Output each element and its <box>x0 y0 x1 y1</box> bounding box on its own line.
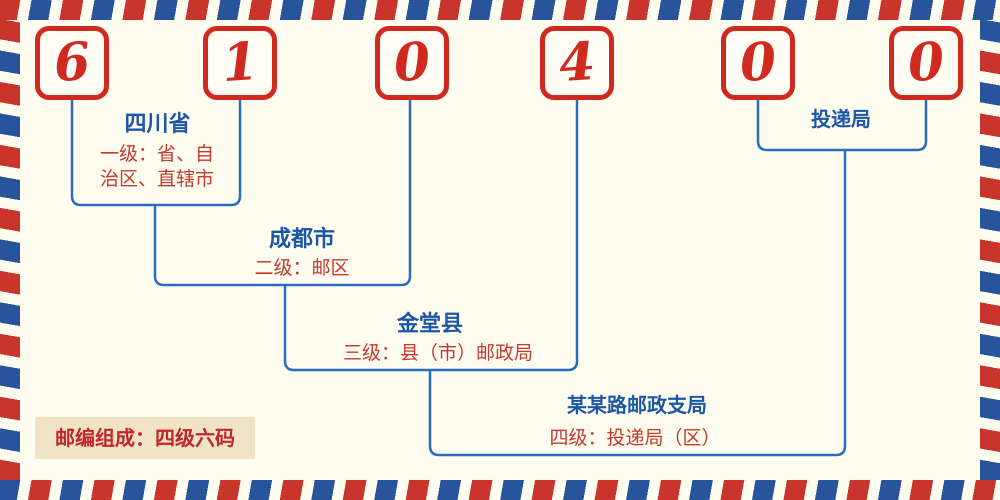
level3-place-name: 金堂县 <box>396 312 463 337</box>
airmail-border-bottom <box>0 480 1000 500</box>
digit-3: 0 <box>391 30 433 95</box>
airmail-border-right <box>980 20 1000 480</box>
level2-place-name: 成都市 <box>268 227 335 252</box>
level3-description: 三级：县（市）邮政局 <box>342 342 533 364</box>
digit-box-4: 4 <box>540 26 614 100</box>
airmail-border-left <box>0 20 20 480</box>
digit-5: 0 <box>737 30 779 95</box>
delivery-office-label: 投递局 <box>811 107 871 131</box>
digit-box-3: 0 <box>375 26 449 100</box>
digit-6: 0 <box>905 30 947 95</box>
level1-place-name: 四川省 <box>124 112 191 137</box>
digit-2: 1 <box>219 30 261 95</box>
composition-note: 邮编组成：四级六码 <box>35 417 255 459</box>
digit-4: 4 <box>556 30 598 95</box>
airmail-border-top <box>0 0 1000 20</box>
digit-box-6: 0 <box>889 26 963 100</box>
digit-1: 6 <box>51 30 93 95</box>
level2-description: 二级：邮区 <box>254 257 350 279</box>
digit-box-5: 0 <box>721 26 795 100</box>
level4-place-name: 某某路邮政支局 <box>567 393 707 417</box>
level4-description: 四级：投递局（区） <box>549 427 721 449</box>
level1-description: 一级：省、自治区、直辖市 <box>99 143 214 190</box>
digit-box-1: 6 <box>35 26 109 100</box>
digit-box-2: 1 <box>203 26 277 100</box>
